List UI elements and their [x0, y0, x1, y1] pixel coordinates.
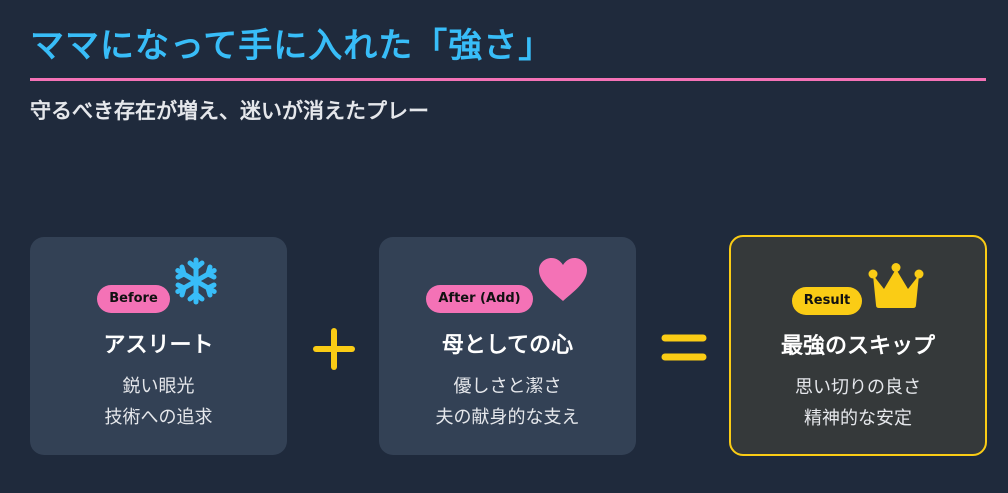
- after-card: After (Add) 母としての心 優しさと潔さ 夫の献身的な支え: [379, 237, 636, 455]
- card-line: 思い切りの良さ: [795, 377, 921, 398]
- before-badge: Before: [97, 285, 170, 313]
- card-line: 優しさと潔さ: [453, 376, 562, 397]
- card-line: 鋭い眼光: [122, 376, 195, 397]
- card-line: 精神的な安定: [804, 408, 912, 429]
- card-title: アスリート: [103, 333, 214, 358]
- plus-icon: [313, 328, 355, 374]
- card-line: 技術への追求: [104, 407, 213, 428]
- card-header: Before: [30, 257, 287, 315]
- result-badge: Result: [791, 287, 863, 315]
- crown-icon: [868, 263, 924, 313]
- equals-icon: [661, 333, 707, 369]
- page-title: ママになって手に入れた「強さ」: [30, 26, 554, 66]
- after-badge: After (Add): [426, 285, 533, 313]
- card-title: 母としての心: [441, 333, 574, 358]
- card-title: 最強のスキップ: [780, 334, 935, 359]
- title-divider: [30, 78, 986, 81]
- before-card: Before アスリート 鋭い眼光 技術への追求: [30, 237, 287, 455]
- card-line: 夫の献身的な支え: [435, 407, 580, 428]
- page-subtitle: 守るべき存在が増え、迷いが消えたプレー: [30, 99, 429, 123]
- card-header: Result: [731, 259, 985, 315]
- snowflake-icon: [172, 257, 220, 309]
- heart-icon: [537, 257, 589, 307]
- card-header: After (Add): [379, 257, 636, 315]
- result-card: Result 最強のスキップ 思い切りの良さ 精神的な安定: [729, 235, 987, 456]
